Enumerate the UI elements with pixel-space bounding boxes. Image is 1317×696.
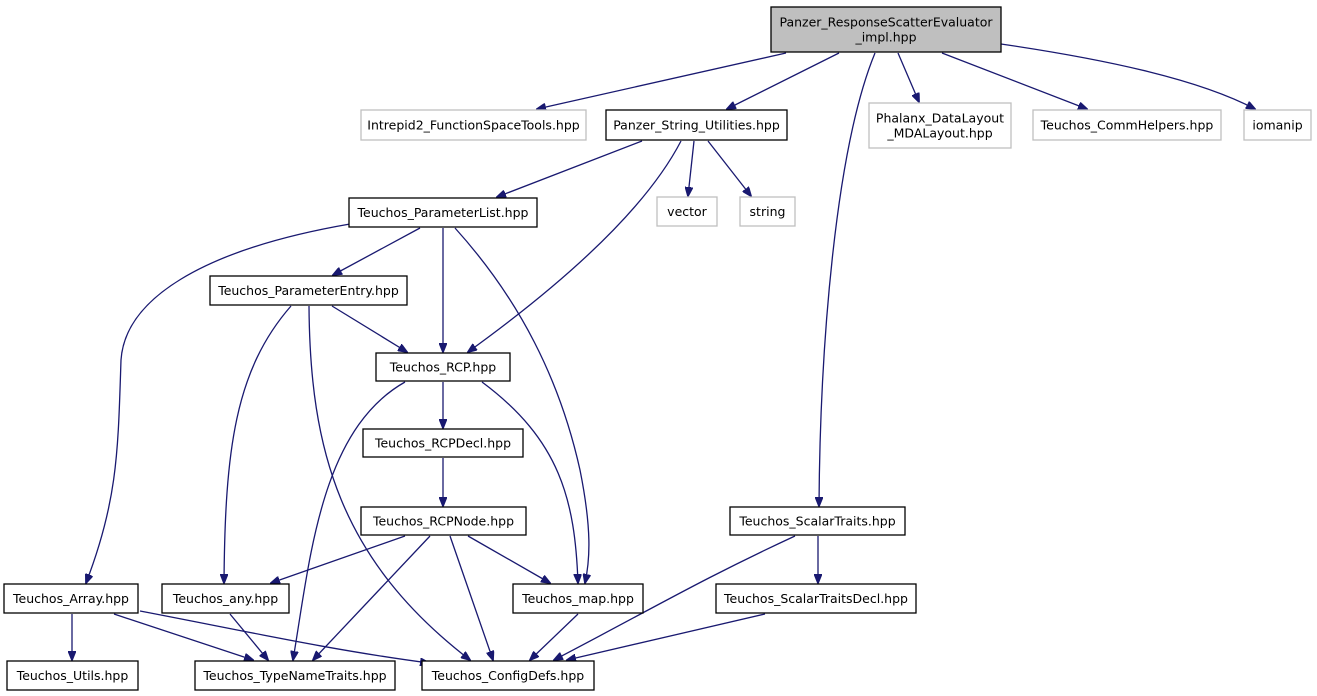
node-box: [1032, 109, 1222, 141]
edge-string_utils-to-paramlist: [497, 140, 643, 197]
node-label: Teuchos_TypeNameTraits.hpp: [202, 668, 386, 683]
node-iomanip: iomanip: [1243, 109, 1312, 141]
edge-root-to-commhelpers: [941, 52, 1087, 109]
node-commhelpers: Teuchos_CommHelpers.hpp: [1032, 109, 1222, 141]
edge-root-to-scalartraits: [819, 52, 876, 506]
node-label: Panzer_ResponseScatterEvaluator: [779, 15, 993, 30]
node-label: Teuchos_RCPDecl.hpp: [374, 436, 511, 451]
node-box: [656, 196, 718, 227]
node-rcpnode[interactable]: Teuchos_RCPNode.hpp: [360, 506, 527, 536]
node-rcp[interactable]: Teuchos_RCP.hpp: [375, 352, 511, 382]
edge-scalartraitsdecl-to-configdefs: [567, 613, 766, 660]
node-paramentry[interactable]: Teuchos_ParameterEntry.hpp: [209, 275, 408, 306]
node-box: [375, 352, 511, 382]
node-box: [6, 660, 139, 691]
node-phalanx: Phalanx_DataLayout_MDALayout.hpp: [868, 102, 1012, 149]
edge-rcpnode-to-map: [467, 535, 550, 583]
node-box: [348, 197, 538, 228]
node-string: string: [739, 196, 796, 227]
node-label: Teuchos_ConfigDefs.hpp: [431, 668, 584, 683]
edge-rcp-to-map: [481, 381, 578, 583]
node-box: [770, 6, 1002, 53]
node-label: Teuchos_CommHelpers.hpp: [1040, 118, 1214, 133]
node-label: Teuchos_ParameterEntry.hpp: [217, 283, 399, 298]
node-label: Teuchos_ParameterList.hpp: [357, 205, 529, 220]
edge-string_utils-to-string: [707, 140, 751, 196]
node-box: [868, 102, 1012, 149]
node-vector: vector: [656, 196, 718, 227]
edge-paramlist-to-paramentry: [333, 227, 421, 275]
edge-paramentry-to-configdefs: [308, 305, 470, 660]
edge-array-to-typenametraits: [113, 613, 253, 660]
node-configdefs[interactable]: Teuchos_ConfigDefs.hpp: [421, 660, 595, 691]
node-box: [1243, 109, 1312, 141]
node-root[interactable]: Panzer_ResponseScatterEvaluator_impl.hpp: [770, 6, 1002, 53]
edge-rcpnode-to-typenametraits: [313, 535, 431, 660]
node-box: [715, 583, 917, 614]
node-intrepid2: Intrepid2_FunctionSpaceTools.hpp: [360, 109, 587, 141]
node-map[interactable]: Teuchos_map.hpp: [512, 583, 644, 614]
node-box: [3, 583, 139, 614]
node-string_utils[interactable]: Panzer_String_Utilities.hpp: [605, 109, 788, 141]
node-box: [512, 583, 644, 614]
edge-root-to-intrepid2: [537, 52, 787, 109]
edge-paramentry-to-any: [224, 305, 292, 583]
node-box: [362, 428, 524, 458]
node-paramlist[interactable]: Teuchos_ParameterList.hpp: [348, 197, 538, 228]
node-scalartraits[interactable]: Teuchos_ScalarTraits.hpp: [729, 506, 906, 536]
node-box: [729, 506, 906, 536]
edge-array-to-configdefs: [139, 610, 429, 663]
nodes-layer: Panzer_ResponseScatterEvaluator_impl.hpp…: [3, 6, 1312, 691]
node-label: _MDALayout.hpp: [886, 126, 992, 141]
node-box: [161, 583, 290, 614]
node-typenametraits[interactable]: Teuchos_TypeNameTraits.hpp: [194, 660, 396, 691]
node-any[interactable]: Teuchos_any.hpp: [161, 583, 290, 614]
edge-scalartraits-to-configdefs: [554, 535, 796, 660]
node-label: Teuchos_any.hpp: [172, 591, 278, 606]
node-label: Teuchos_RCPNode.hpp: [372, 514, 514, 529]
node-utils[interactable]: Teuchos_Utils.hpp: [6, 660, 139, 691]
node-label: Panzer_String_Utilities.hpp: [613, 118, 780, 133]
node-label: Intrepid2_FunctionSpaceTools.hpp: [367, 118, 579, 133]
edge-root-to-string_utils: [727, 52, 840, 109]
node-box: [421, 660, 595, 691]
edge-root-to-iomanip: [1000, 43, 1255, 109]
node-label: Phalanx_DataLayout: [876, 111, 1004, 126]
edge-paramlist-to-map: [454, 227, 589, 583]
edge-string_utils-to-vector: [688, 140, 695, 196]
node-label: Teuchos_map.hpp: [521, 591, 634, 606]
node-label: Teuchos_ScalarTraitsDecl.hpp: [723, 591, 908, 606]
node-box: [739, 196, 796, 227]
node-rcpdecl[interactable]: Teuchos_RCPDecl.hpp: [362, 428, 524, 458]
node-label: Teuchos_RCP.hpp: [389, 360, 497, 375]
node-label: vector: [667, 204, 708, 219]
edges-layer: [72, 43, 1255, 663]
edge-rcpnode-to-configdefs: [449, 535, 493, 660]
edge-paramlist-to-array: [86, 223, 351, 583]
node-label: Teuchos_ScalarTraits.hpp: [738, 514, 895, 529]
node-label: Teuchos_Utils.hpp: [16, 668, 129, 683]
edge-rcp-to-typenametraits: [293, 381, 406, 660]
node-scalartraitsdecl[interactable]: Teuchos_ScalarTraitsDecl.hpp: [715, 583, 917, 614]
node-box: [360, 109, 587, 141]
edge-any-to-typenametraits: [229, 613, 268, 660]
edge-map-to-configdefs: [530, 613, 579, 660]
node-box: [209, 275, 408, 306]
node-label: _impl.hpp: [854, 30, 916, 45]
edge-rcpnode-to-any: [271, 535, 406, 583]
node-label: iomanip: [1252, 118, 1302, 133]
edge-paramentry-to-rcp: [331, 305, 407, 352]
node-label: Teuchos_Array.hpp: [12, 591, 129, 606]
node-label: string: [750, 204, 786, 219]
node-box: [194, 660, 396, 691]
edge-root-to-phalanx: [897, 52, 919, 102]
node-box: [605, 109, 788, 141]
edge-string_utils-to-rcp: [468, 140, 682, 352]
node-array[interactable]: Teuchos_Array.hpp: [3, 583, 139, 614]
node-box: [360, 506, 527, 536]
